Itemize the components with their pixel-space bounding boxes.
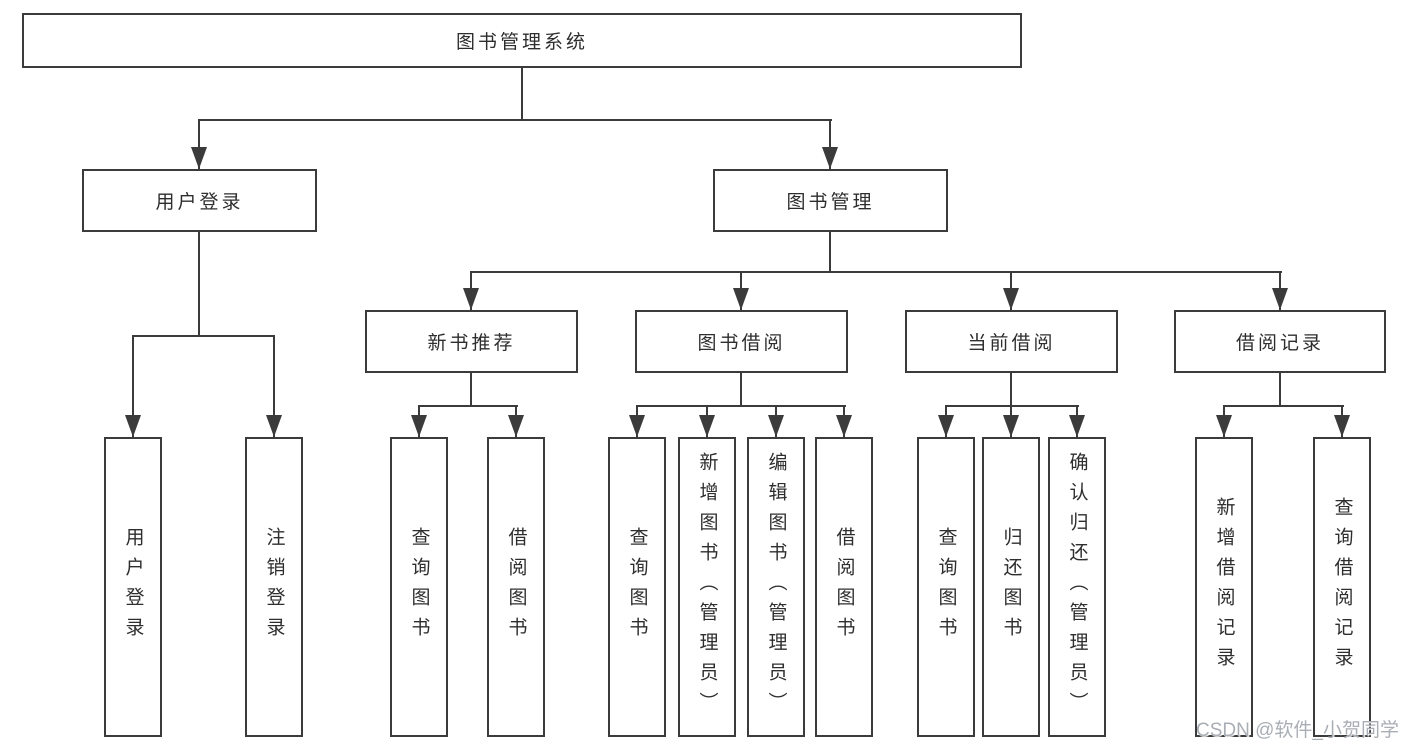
arrow-down-icon: [463, 288, 479, 310]
leaf-records-add-record-label: 新增借阅记录: [1213, 497, 1235, 677]
arrow-down-icon: [822, 147, 838, 169]
arrow-down-icon: [768, 415, 784, 437]
leaf-current-return-books-label: 归还图书: [1000, 527, 1022, 647]
connector-line: [1223, 405, 1344, 407]
leaf-logout-label: 注销登录: [263, 527, 285, 647]
arrow-down-icon: [411, 415, 427, 437]
arrow-down-icon: [733, 288, 749, 310]
arrow-down-icon: [125, 415, 141, 437]
leaf-current-return-books: 归还图书: [982, 437, 1040, 737]
node-new-book-recommend: 新书推荐: [365, 310, 578, 373]
arrow-down-icon: [266, 415, 282, 437]
leaf-newbook-query-books: 查询图书: [390, 437, 448, 737]
arrow-down-icon: [191, 147, 207, 169]
connector-line: [1279, 373, 1281, 405]
node-book-management-label: 图书管理: [786, 192, 875, 213]
leaf-records-query-record-label: 查询借阅记录: [1331, 497, 1353, 677]
node-root-label: 图书管理系统: [455, 32, 588, 53]
connector-line: [132, 335, 275, 337]
arrow-down-icon: [699, 415, 715, 437]
leaf-current-confirm-return-admin: 确认归还（管理员）: [1048, 437, 1106, 737]
node-book-management: 图书管理: [713, 169, 948, 232]
watermark: CSDN @软件_小贺同学: [1196, 720, 1399, 741]
leaf-current-query-books-label: 查询图书: [935, 527, 957, 647]
leaf-borrow-edit-books-admin-label: 编辑图书（管理员）: [765, 452, 787, 722]
node-new-book-recommend-label: 新书推荐: [427, 333, 516, 354]
node-current-borrow: 当前借阅: [905, 310, 1118, 373]
leaf-borrow-borrow-books-label: 借阅图书: [833, 527, 855, 647]
leaf-records-add-record: 新增借阅记录: [1195, 437, 1253, 737]
leaf-borrow-add-books-admin: 新增图书（管理员）: [678, 437, 736, 737]
leaf-user-login: 用户登录: [104, 437, 162, 737]
node-book-borrow-label: 图书借阅: [697, 333, 786, 354]
arrow-down-icon: [1272, 288, 1288, 310]
connector-line: [198, 119, 832, 121]
leaf-records-query-record: 查询借阅记录: [1313, 437, 1371, 737]
node-root: 图书管理系统: [22, 13, 1022, 68]
leaf-borrow-add-books-admin-label: 新增图书（管理员）: [696, 452, 718, 722]
leaf-logout: 注销登录: [245, 437, 303, 737]
leaf-borrow-query-books: 查询图书: [608, 437, 666, 737]
arrow-down-icon: [1069, 415, 1085, 437]
node-user-login-label: 用户登录: [155, 192, 244, 213]
leaf-newbook-borrow-books: 借阅图书: [487, 437, 545, 737]
connector-line: [740, 373, 742, 405]
connector-line: [945, 405, 1079, 407]
connector-line: [198, 119, 200, 169]
node-current-borrow-label: 当前借阅: [967, 333, 1056, 354]
connector-line: [829, 232, 831, 271]
arrow-down-icon: [1003, 288, 1019, 310]
leaf-borrow-borrow-books: 借阅图书: [815, 437, 873, 737]
connector-line: [418, 405, 518, 407]
leaf-borrow-query-books-label: 查询图书: [626, 527, 648, 647]
node-book-borrow: 图书借阅: [635, 310, 848, 373]
connector-line: [132, 335, 134, 437]
connector-line: [470, 373, 472, 405]
leaf-newbook-query-books-label: 查询图书: [408, 527, 430, 647]
leaf-borrow-edit-books-admin: 编辑图书（管理员）: [747, 437, 805, 737]
arrow-down-icon: [836, 415, 852, 437]
arrow-down-icon: [938, 415, 954, 437]
node-user-login: 用户登录: [82, 169, 317, 232]
arrow-down-icon: [1334, 415, 1350, 437]
connector-line: [521, 68, 523, 119]
leaf-newbook-borrow-books-label: 借阅图书: [505, 527, 527, 647]
arrow-down-icon: [629, 415, 645, 437]
connector-line: [470, 271, 1282, 273]
arrow-down-icon: [508, 415, 524, 437]
connector-line: [1010, 373, 1012, 405]
connector-line: [636, 405, 846, 407]
connector-line: [198, 232, 200, 335]
leaf-current-query-books: 查询图书: [917, 437, 975, 737]
connector-line: [829, 119, 831, 169]
arrow-down-icon: [1216, 415, 1232, 437]
node-borrow-records-label: 借阅记录: [1235, 333, 1324, 354]
leaf-user-login-label: 用户登录: [122, 527, 144, 647]
leaf-current-confirm-return-admin-label: 确认归还（管理员）: [1066, 452, 1088, 722]
connector-line: [273, 335, 275, 437]
node-borrow-records: 借阅记录: [1174, 310, 1386, 373]
arrow-down-icon: [1003, 415, 1019, 437]
